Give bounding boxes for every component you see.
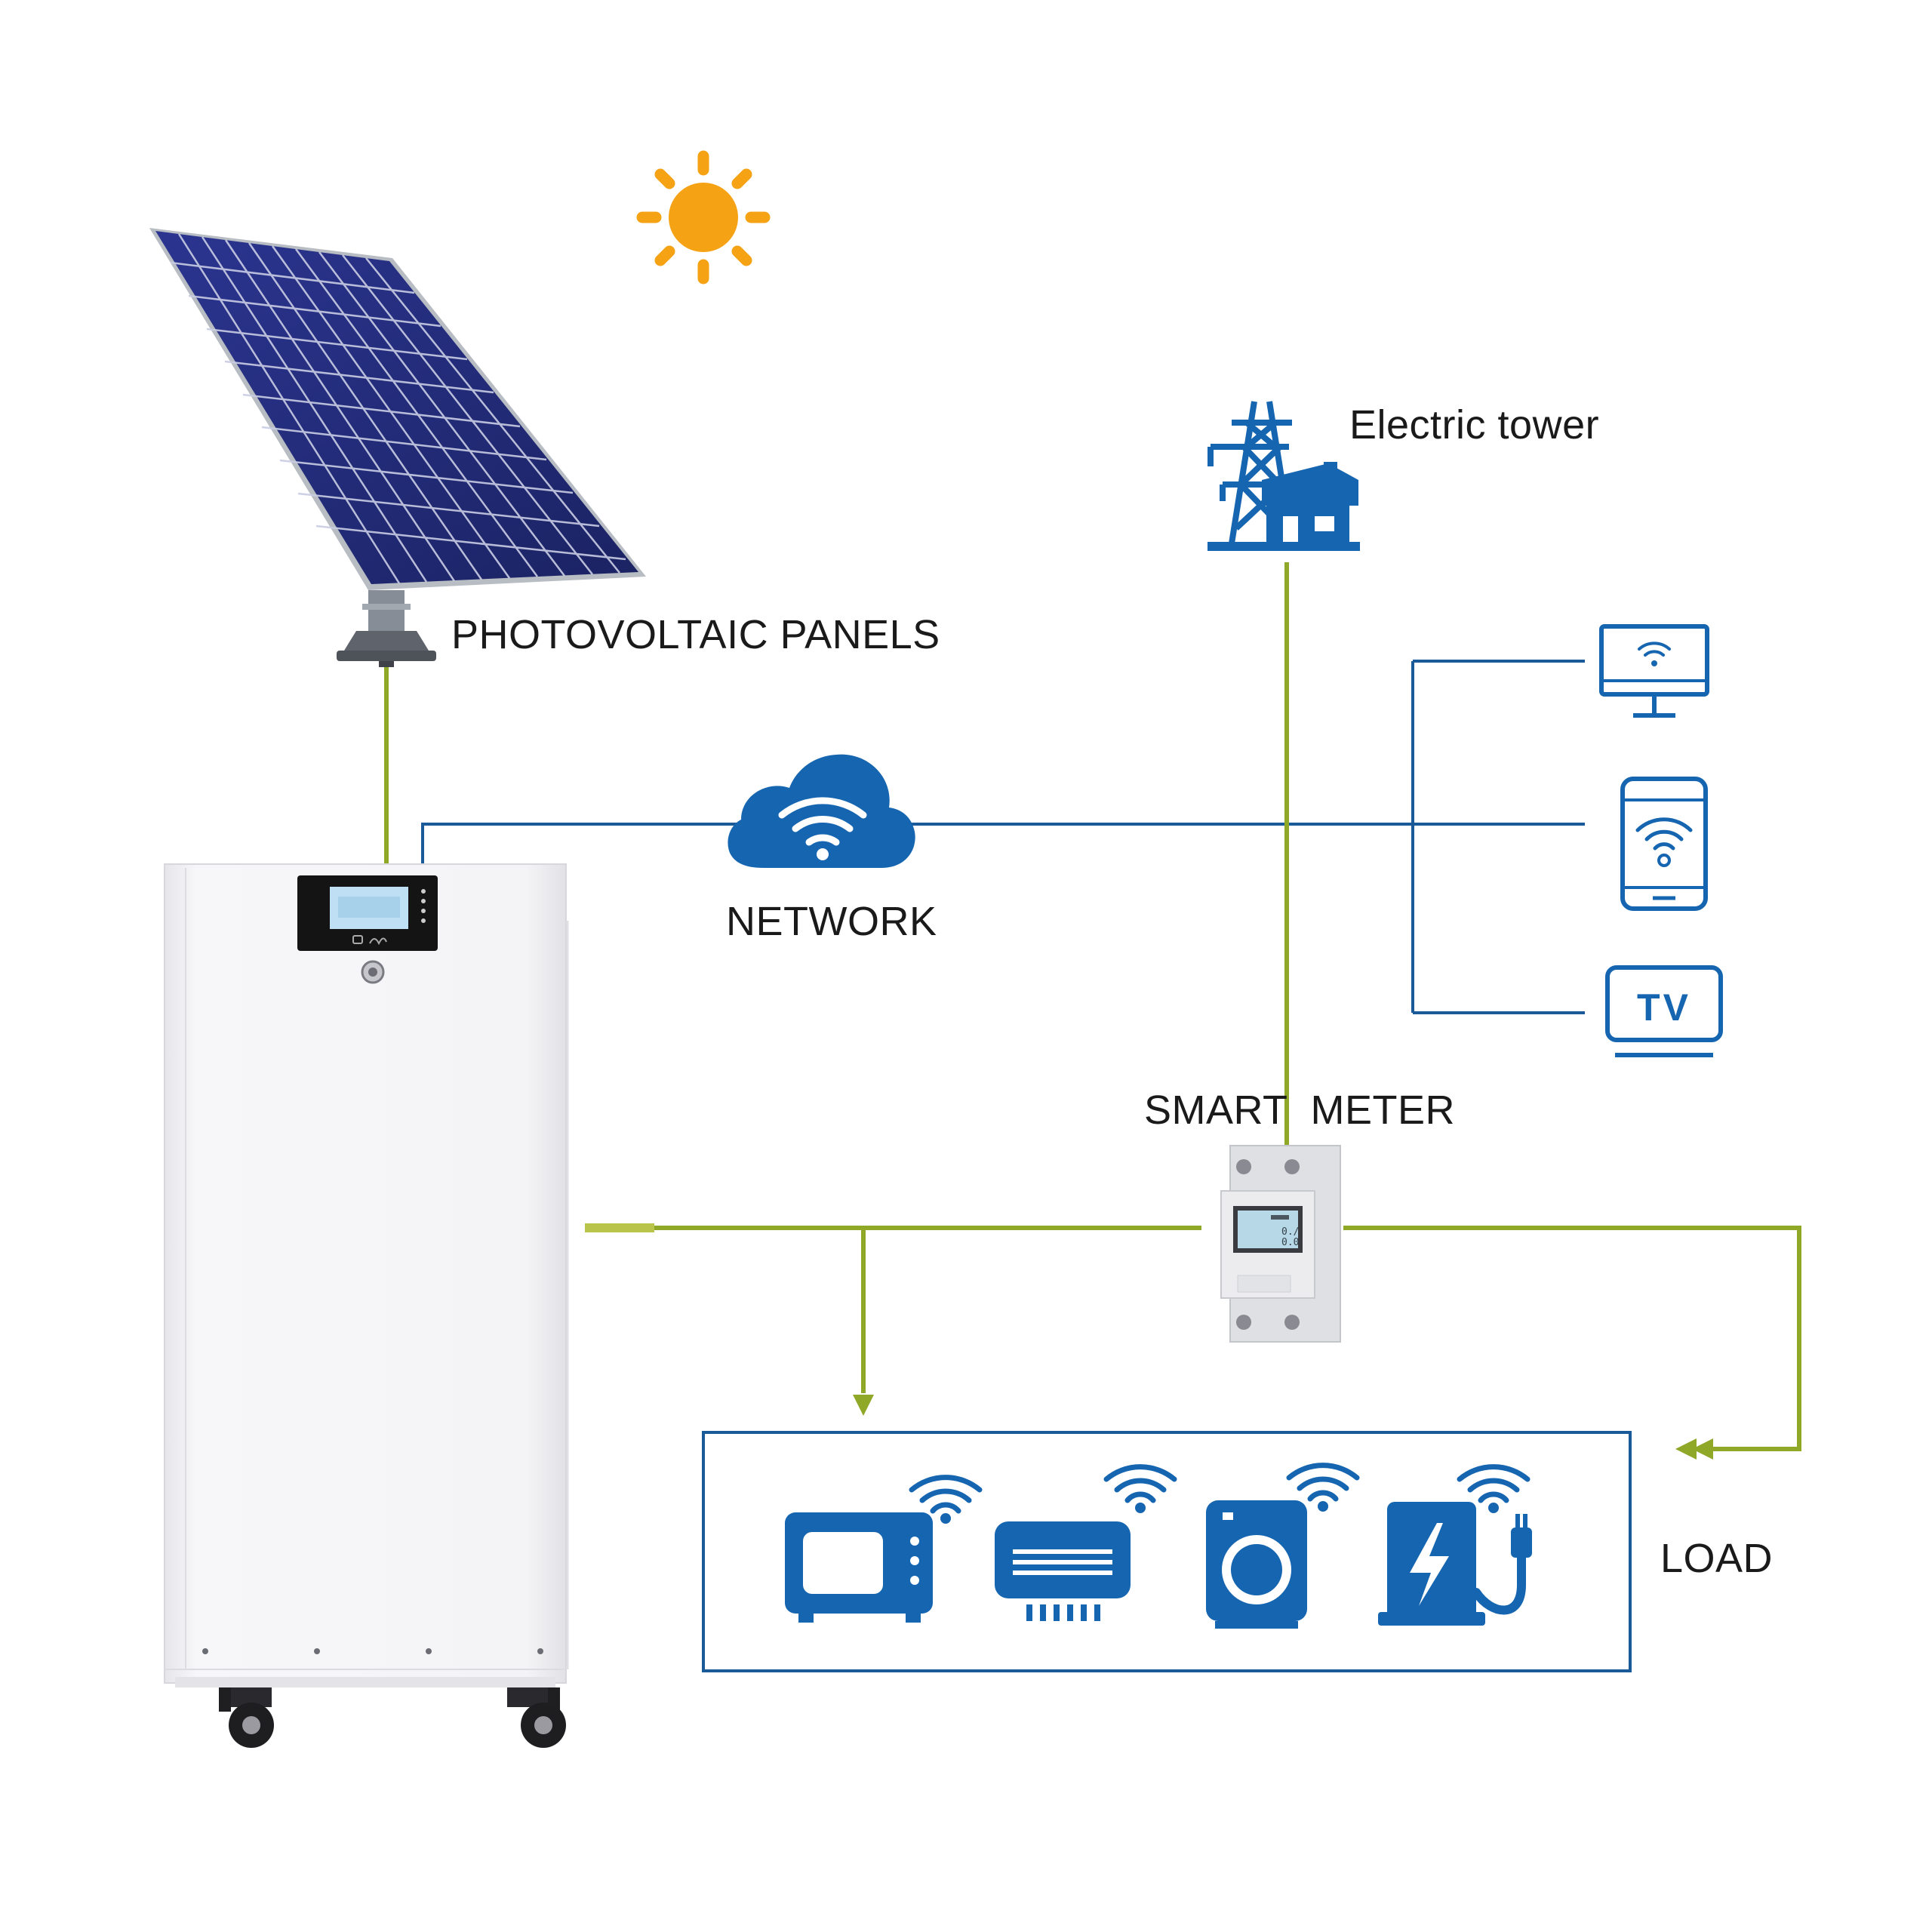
air-conditioner-icon	[995, 1464, 1177, 1621]
arrow-down-load	[853, 1395, 874, 1416]
electric-tower-house-icon	[1208, 401, 1360, 551]
cabinet-caster-left	[219, 1687, 274, 1748]
battery-cable-connector	[585, 1223, 654, 1232]
smart-meter-label: SMART METER	[1144, 1088, 1456, 1133]
cloud-wifi-icon	[728, 754, 915, 868]
photovoltaic-panels-label: PHOTOVOLTAIC PANELS	[451, 612, 940, 657]
sun-icon	[636, 150, 771, 285]
power-line-load-right	[1343, 1226, 1801, 1451]
network-line-battery	[421, 823, 755, 864]
network-lines	[421, 660, 1585, 1014]
cabinet-screws	[202, 1648, 543, 1654]
ev-charger-icon	[1378, 1464, 1532, 1626]
svg-text:0./: 0./	[1281, 1226, 1299, 1238]
microwave-icon	[785, 1475, 983, 1623]
svg-text:0.0: 0.0	[1281, 1237, 1299, 1248]
cabinet-power-button	[361, 960, 385, 984]
load-box	[702, 1431, 1632, 1672]
washing-machine-icon	[1206, 1463, 1360, 1629]
smartphone-wifi-icon	[1620, 777, 1708, 911]
arrow-left-load-2	[1692, 1438, 1713, 1460]
cabinet-display-panel	[297, 875, 438, 951]
network-label: NETWORK	[726, 899, 937, 944]
cabinet-caster-right	[507, 1687, 566, 1748]
power-lines	[384, 562, 1801, 1451]
arrow-left-load-1	[1675, 1438, 1697, 1460]
monitor-wifi-icon	[1599, 624, 1709, 718]
battery-cabinet	[164, 863, 569, 1748]
load-label: LOAD	[1660, 1536, 1774, 1581]
smart-meter: 0./ 0.0	[1220, 1145, 1341, 1343]
arrow-heads	[853, 1395, 1713, 1460]
electric-tower-label: Electric tower	[1349, 402, 1600, 448]
tv-icon-text: TV	[1637, 986, 1691, 1029]
tv-icon: TV	[1605, 965, 1723, 1057]
solar-panel	[149, 228, 646, 667]
